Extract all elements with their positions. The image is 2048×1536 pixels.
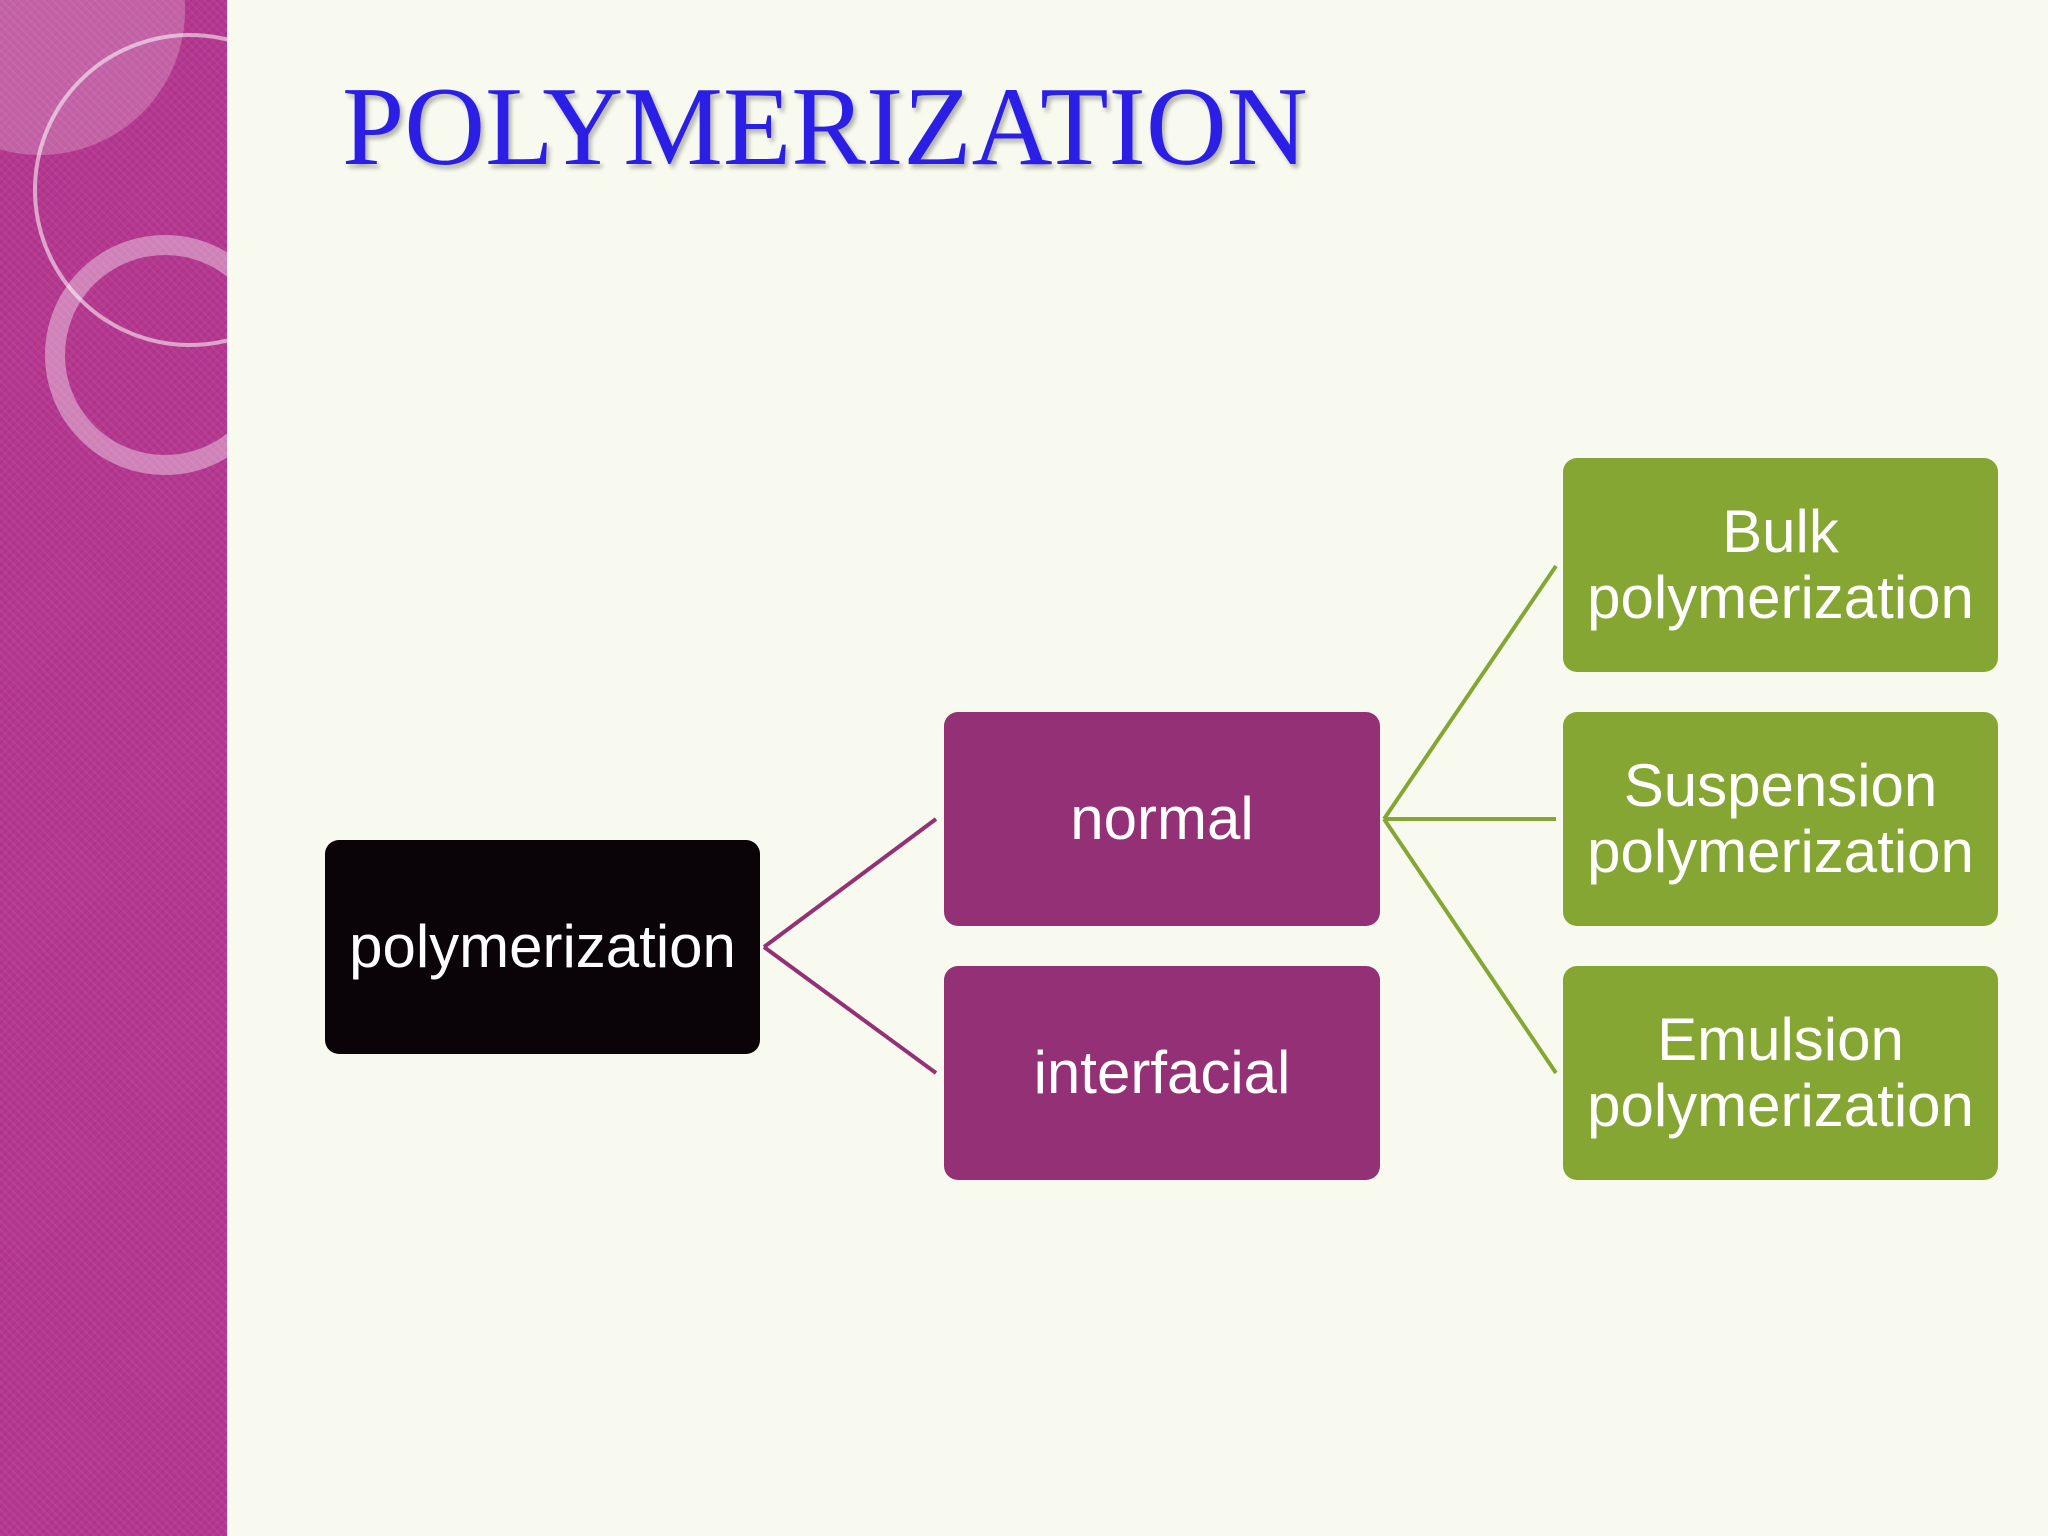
node-suspension-label-line2: polymerization (1587, 818, 1974, 885)
node-emulsion-label-line1: Emulsion (1657, 1006, 1904, 1073)
node-interfacial: interfacial (944, 966, 1380, 1180)
connector-normal-to-bulk (1382, 564, 1558, 821)
decorative-circles (0, 0, 227, 475)
node-suspension-label-line1: Suspension (1623, 752, 1938, 819)
connector-root-to-interfacial (762, 945, 938, 1075)
node-bulk-label-line1: Bulk (1722, 498, 1839, 565)
node-polymerization: polymerization (325, 840, 760, 1054)
slide-title: POLYMERIZATION (342, 65, 1308, 189)
node-suspension-polymerization: Suspension polymerization (1563, 712, 1998, 926)
node-emulsion-label-line2: polymerization (1587, 1072, 1974, 1139)
node-emulsion-polymerization: Emulsion polymerization (1563, 966, 1998, 1180)
decorative-side-band (0, 0, 227, 1536)
node-polymerization-label: polymerization (349, 913, 736, 980)
node-normal: normal (944, 712, 1380, 926)
node-normal-label: normal (1070, 785, 1254, 852)
connector-normal-to-emulsion (1382, 817, 1558, 1075)
node-interfacial-label: interfacial (1033, 1039, 1291, 1106)
node-bulk-polymerization: Bulk polymerization (1563, 458, 1998, 672)
node-bulk-label-line2: polymerization (1587, 564, 1974, 631)
connector-root-to-normal (762, 817, 938, 949)
